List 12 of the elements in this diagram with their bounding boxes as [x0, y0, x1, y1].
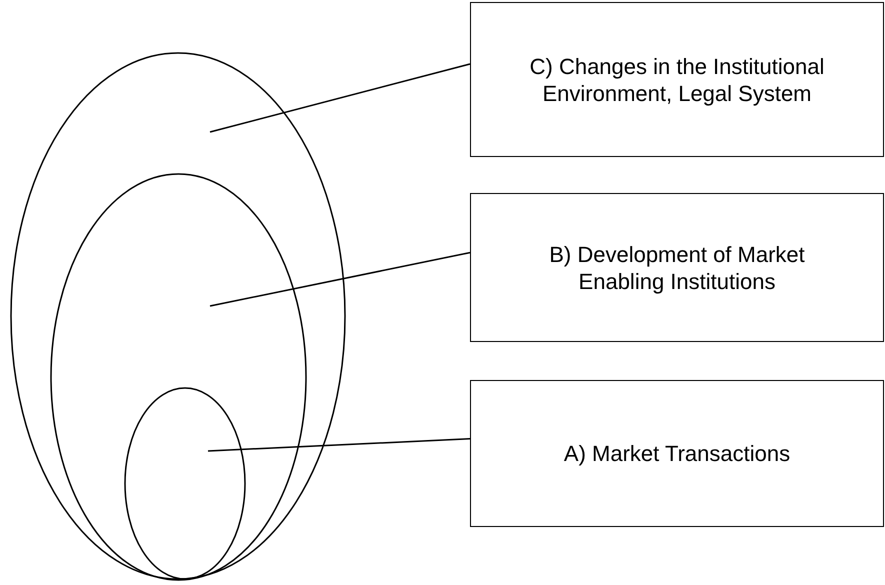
leader-line: [210, 252, 470, 307]
ellipse-region: [10, 52, 346, 580]
text-box: [470, 380, 884, 527]
leader-line: [210, 63, 470, 133]
ellipse-region: [124, 387, 246, 580]
text-box: [470, 2, 884, 157]
ellipse-region: [50, 173, 307, 581]
box-label: B) Development of Market Enabling Institutions: [548, 240, 806, 294]
box-label: C) Changes in the Institutional Environment, Legal System: [528, 52, 826, 106]
leader-line: [208, 438, 470, 452]
box-label: A) Market Transactions: [564, 440, 790, 467]
text-box: [470, 193, 884, 342]
